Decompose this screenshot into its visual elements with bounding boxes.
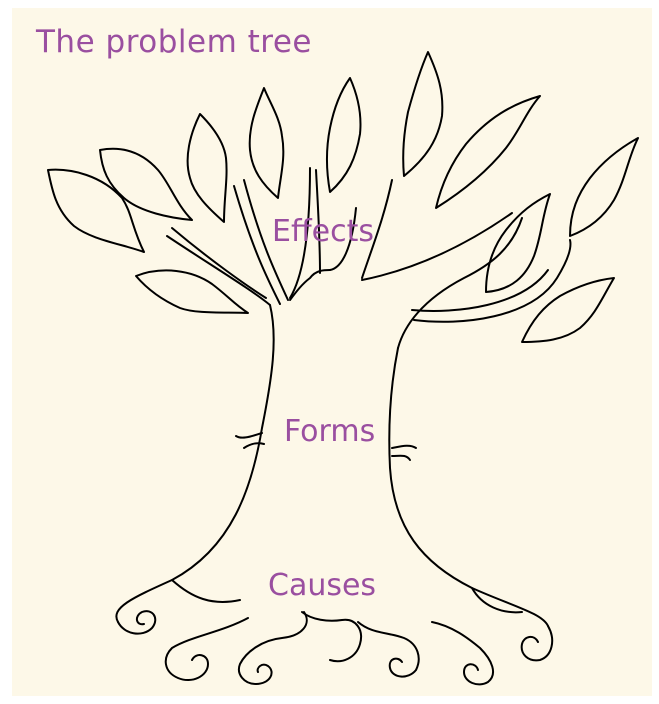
branch-right-1b — [398, 218, 522, 348]
trunk-nub-right — [392, 446, 416, 460]
trunk-right-outline — [389, 348, 548, 626]
trunk-left-outline — [116, 305, 273, 622]
page-title: The problem tree — [36, 24, 312, 60]
branch-right-1 — [362, 213, 512, 280]
root-swirl-left — [118, 580, 240, 634]
leaf-icon — [250, 88, 284, 198]
leaf-icon — [100, 149, 192, 220]
leaf-icon — [436, 96, 540, 208]
diagram-canvas: The problem tree Effects Forms Causes — [12, 8, 652, 696]
leaf-icon — [486, 194, 550, 292]
forms-label: Forms — [284, 414, 375, 449]
leaf-icon — [403, 52, 442, 176]
root-center — [302, 612, 361, 661]
effects-label: Effects — [272, 214, 374, 249]
leaf-icon — [522, 278, 614, 342]
leaf-icon — [327, 78, 361, 192]
root-right-2 — [358, 622, 419, 677]
root-left-3 — [239, 612, 307, 684]
causes-label: Causes — [268, 568, 376, 603]
leaf-icon — [570, 138, 638, 236]
root-swirl-right — [472, 588, 552, 660]
root-right-3 — [432, 622, 493, 684]
root-left-2 — [166, 618, 248, 680]
leaf-icon — [188, 114, 227, 222]
leaf-icon — [48, 170, 144, 252]
